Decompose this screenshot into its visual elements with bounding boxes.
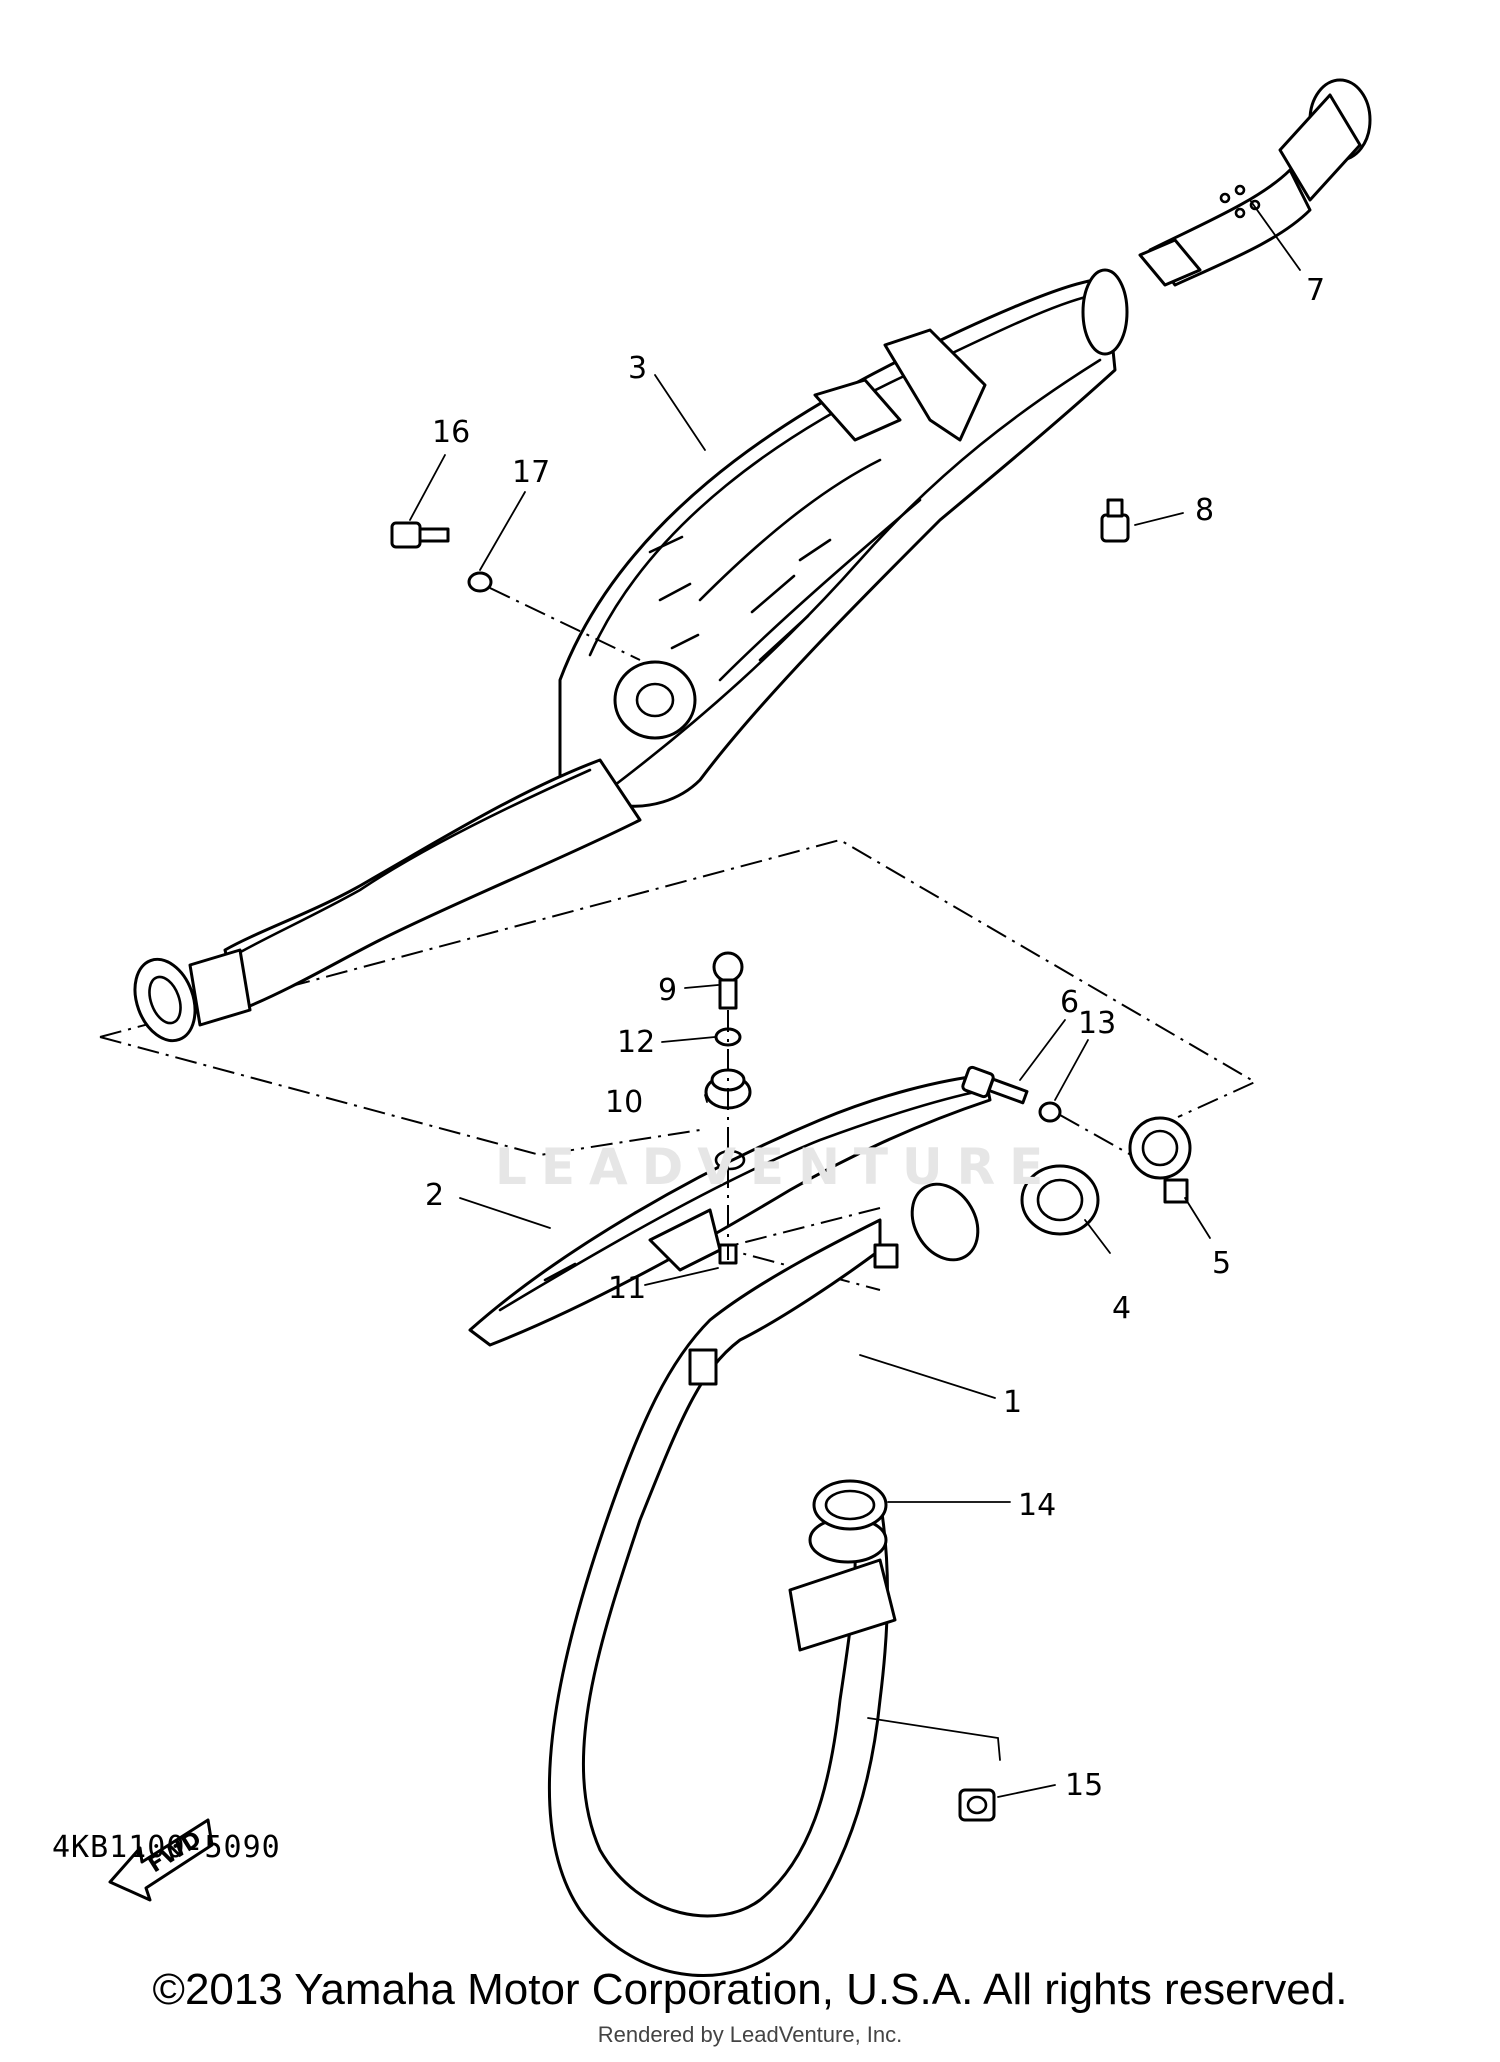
bolt-9 [712, 951, 744, 1010]
spark-arrester [1138, 78, 1372, 287]
diagram-part-number: 4KB1100-5090 [52, 1830, 281, 1865]
callout-11: 11 [608, 1271, 646, 1306]
bolt-6 [961, 1065, 1029, 1105]
bolt-16 [390, 521, 450, 549]
callout-10: 10 [605, 1085, 643, 1120]
watermark: LEADVENTURE [495, 1138, 1058, 1196]
washer-13 [1038, 1101, 1062, 1123]
washer-17 [467, 571, 493, 593]
gasket-4 [1020, 1164, 1100, 1236]
nut-15 [958, 1788, 996, 1822]
muffler-inlet-pipe [133, 758, 642, 1043]
callout-15: 15 [1065, 1768, 1103, 1803]
clamp-axis-line [1059, 1114, 1141, 1161]
callout-17: 17 [512, 455, 550, 490]
callout-16: 16 [432, 415, 470, 450]
bolt-axis-line [489, 587, 641, 661]
callout-9: 9 [658, 973, 677, 1008]
callout-6: 6 [1060, 985, 1079, 1020]
callout-2: 2 [425, 1178, 444, 1213]
clamp-5 [1128, 1116, 1192, 1204]
rendered-by-notice: Rendered by LeadVenture, Inc. [597, 2022, 903, 2047]
callouts: 1 2 3 4 5 6 7 8 9 10 11 12 13 14 15 16 1… [425, 273, 1325, 1803]
callout-7: 7 [1306, 273, 1325, 308]
callout-14: 14 [1018, 1488, 1056, 1523]
callout-8: 8 [1195, 493, 1214, 528]
muffler [558, 268, 1129, 808]
gasket-14 [812, 1479, 888, 1531]
callout-1: 1 [1003, 1385, 1022, 1420]
callout-3: 3 [628, 351, 647, 386]
copyright-notice: ©2013 Yamaha Motor Corporation, U.S.A. A… [152, 1965, 1348, 2014]
bolt-8 [1100, 498, 1130, 543]
callout-4: 4 [1112, 1291, 1131, 1326]
leader-lines [409, 199, 1301, 1798]
callout-12: 12 [617, 1025, 655, 1060]
exhaust-pipe [547, 1182, 980, 1978]
callout-5: 5 [1212, 1246, 1231, 1281]
callout-13: 13 [1078, 1006, 1116, 1041]
